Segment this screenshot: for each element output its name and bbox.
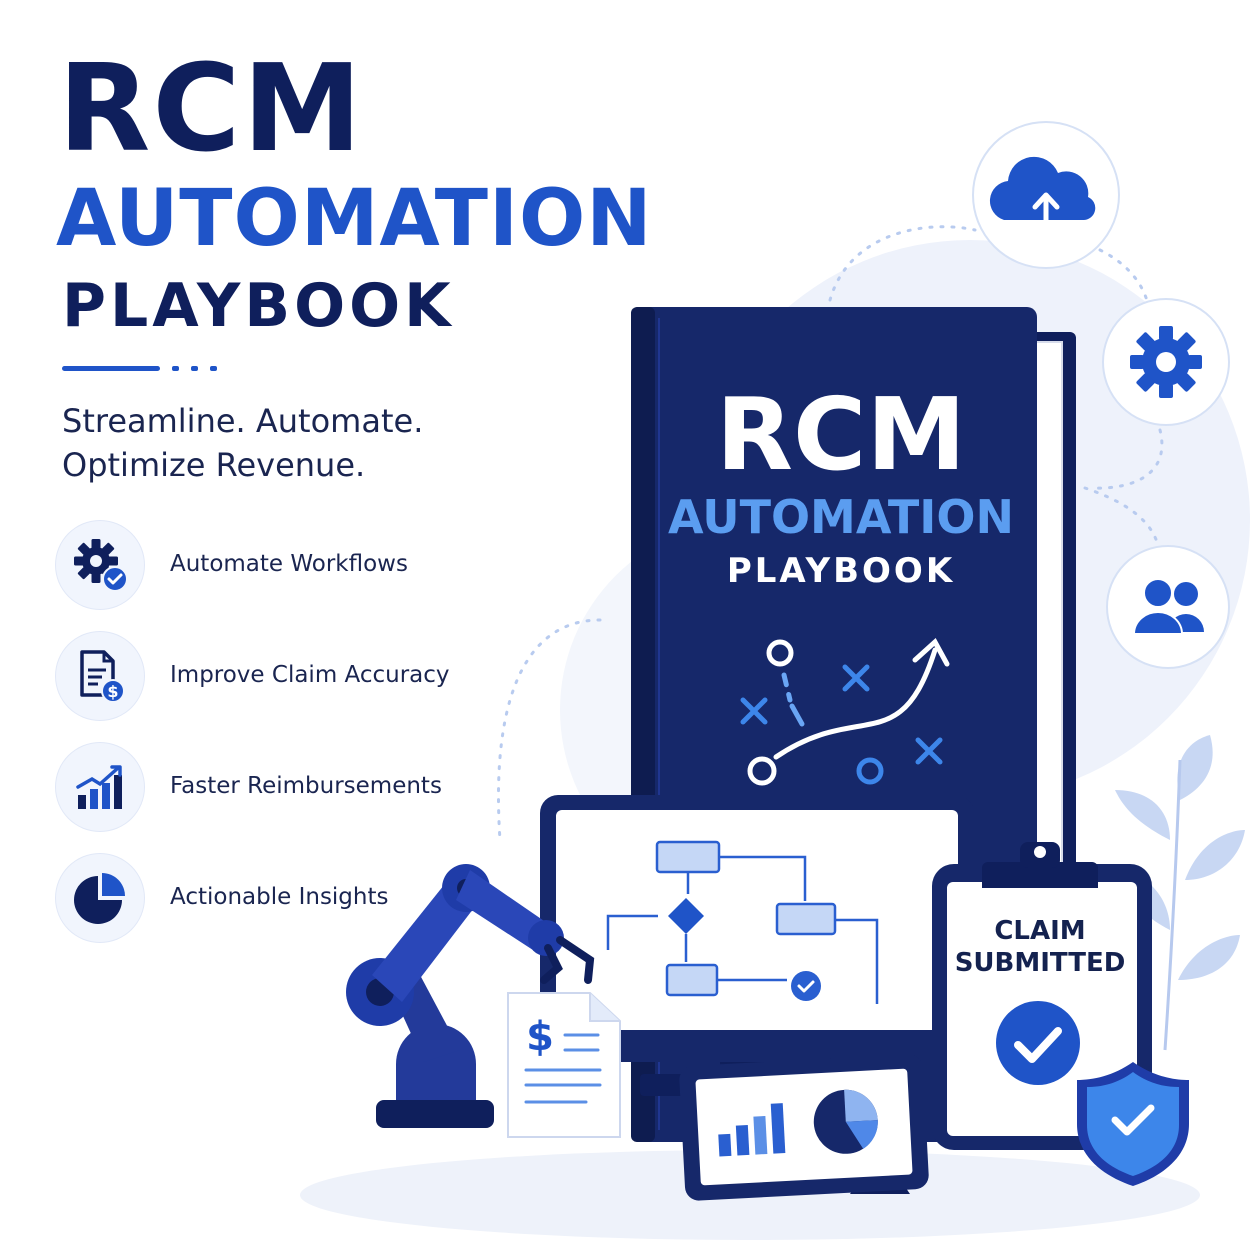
feature-label: Faster Reimbursements: [170, 773, 442, 799]
title-playbook: PLAYBOOK: [62, 271, 455, 341]
users-icon: [1132, 578, 1204, 635]
tagline-line-2: Optimize Revenue.: [62, 446, 366, 484]
shield-check-icon: [1077, 1062, 1189, 1186]
claim-status-line-2: SUBMITTED: [954, 948, 1126, 978]
gear-icon: [1130, 326, 1202, 398]
divider-dot: [172, 366, 179, 371]
robot-arm: [346, 864, 595, 1128]
orbit-gear: [1102, 298, 1230, 426]
divider-line: [62, 366, 160, 371]
pie-chart-icon: [56, 854, 144, 942]
book-title-rcm: RCM: [716, 376, 966, 493]
feature-item-automate-workflows: Automate Workflows: [56, 521, 516, 611]
book-title-playbook: PLAYBOOK: [726, 551, 956, 591]
title-rcm: RCM: [58, 40, 364, 179]
feature-item-improve-claim-accuracy: $ Improve Claim Accuracy: [56, 632, 516, 722]
divider-dot: [210, 366, 217, 371]
book-title-automation: AUTOMATION: [668, 490, 1014, 544]
feature-label: Improve Claim Accuracy: [170, 662, 450, 688]
feature-item-faster-reimbursements: Faster Reimbursements: [56, 743, 516, 833]
document-dollar-icon: $: [56, 632, 144, 720]
feature-item-actionable-insights: Actionable Insights: [56, 854, 516, 944]
tablet: [679, 1054, 929, 1201]
divider-dot: [191, 366, 198, 371]
orbit-cloud: [972, 121, 1120, 269]
invoice-dollar-sign: $: [526, 1014, 554, 1060]
orbit-users: [1106, 545, 1230, 669]
cloud-upload-icon: [989, 156, 1096, 233]
svg-text:$: $: [107, 682, 118, 701]
feature-label: Automate Workflows: [170, 551, 408, 577]
growth-chart-icon: [56, 743, 144, 831]
title-automation: AUTOMATION: [56, 174, 653, 264]
invoice-document: $: [507, 992, 621, 1138]
feature-label: Actionable Insights: [170, 884, 389, 910]
tagline-line-1: Streamline. Automate.: [62, 402, 424, 440]
gear-check-icon: [56, 521, 144, 609]
claim-status-line-1: CLAIM: [994, 916, 1086, 946]
